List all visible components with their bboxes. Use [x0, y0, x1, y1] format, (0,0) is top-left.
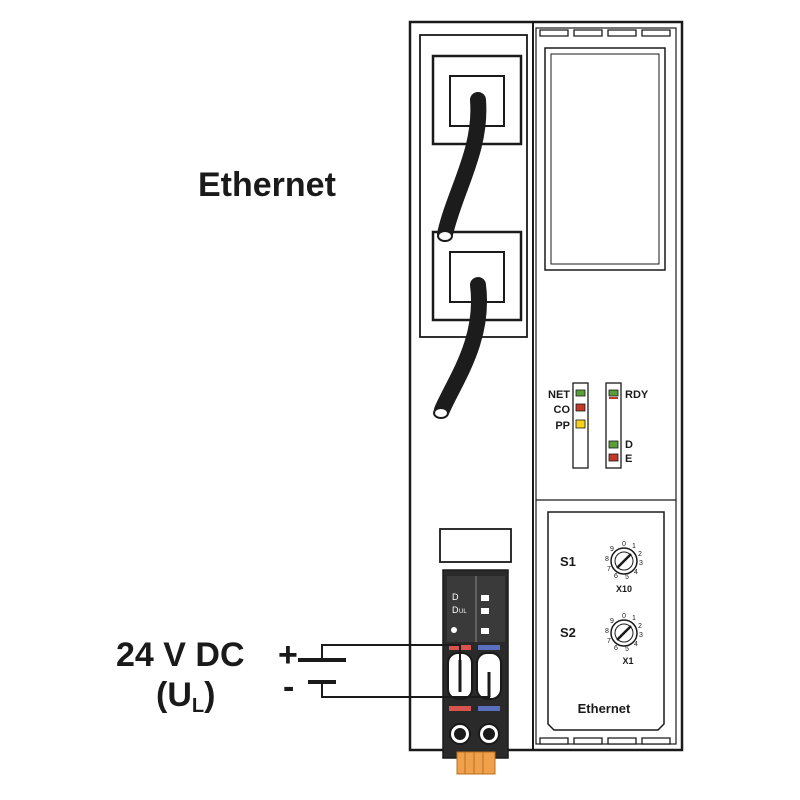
blue-terminal-marker-2	[478, 706, 500, 711]
led-co-label: CO	[554, 404, 571, 416]
svg-text:8: 8	[605, 628, 609, 635]
marker-label-slot	[439, 528, 512, 563]
led-co	[575, 403, 586, 412]
right-inner-frame	[535, 27, 677, 745]
label-window	[544, 47, 666, 271]
ethernet-cable-label: Ethernet	[198, 166, 336, 204]
blue-terminal-marker-1	[478, 645, 500, 650]
svg-text:1: 1	[632, 543, 636, 550]
switch-panel-label: Ethernet	[578, 701, 631, 716]
ethernet-cable-1	[437, 92, 487, 242]
supply-plus-sign: +	[278, 636, 298, 674]
svg-text:UL: UL	[459, 609, 467, 615]
top-tabs	[539, 29, 671, 37]
switch-s2-multiplier: X1	[622, 656, 633, 666]
svg-text:2: 2	[638, 623, 642, 630]
svg-text:5: 5	[625, 646, 629, 653]
led-e-label: E	[625, 453, 632, 465]
battery-symbol	[298, 658, 346, 684]
led-pp	[575, 419, 586, 429]
led-rdy	[608, 389, 619, 397]
svg-text:5: 5	[625, 574, 629, 581]
svg-text:9: 9	[610, 618, 614, 625]
terminal-hole-2	[483, 728, 495, 740]
switch-s2-label: S2	[560, 625, 576, 640]
svg-text:6: 6	[614, 573, 618, 580]
cable-2-end	[433, 407, 449, 419]
svg-text:9: 9	[610, 546, 614, 553]
svg-text:1: 1	[632, 615, 636, 622]
led-rdy-2	[609, 397, 618, 399]
svg-text:4: 4	[634, 569, 638, 576]
led-rdy-label: RDY	[625, 389, 649, 401]
led-pp-label: PP	[555, 420, 570, 432]
led-d	[608, 440, 619, 449]
svg-text:7: 7	[607, 566, 611, 573]
svg-text:2: 2	[638, 551, 642, 558]
switch-s1-label: S1	[560, 554, 576, 569]
red-terminal-marker-2	[449, 706, 471, 711]
svg-text:8: 8	[605, 556, 609, 563]
terminal-diagnostic-area: D D UL	[447, 576, 505, 642]
label-window-inner	[550, 53, 660, 265]
svg-text:6: 6	[614, 645, 618, 652]
supply-symbol: (UL)	[156, 676, 215, 717]
svg-text:7: 7	[607, 638, 611, 645]
supply-voltage-label: 24 V DC	[116, 636, 245, 674]
terminal-hole-1	[454, 728, 466, 740]
bottom-tabs	[539, 737, 671, 745]
led-net-label: NET	[548, 389, 570, 401]
svg-text:D: D	[452, 605, 459, 615]
cable-1-end	[437, 230, 453, 242]
led-e	[608, 453, 619, 462]
svg-text:3: 3	[639, 632, 643, 639]
ethernet-cable-2	[434, 277, 488, 418]
switch-s1-multiplier: X10	[616, 584, 632, 594]
led-net	[575, 389, 586, 397]
orange-connector-ribs	[464, 752, 484, 774]
led-d-label: D	[625, 439, 633, 451]
supply-minus-sign: -	[283, 668, 294, 706]
switch-panel	[547, 511, 665, 731]
svg-text:0: 0	[622, 541, 626, 548]
svg-text:3: 3	[639, 560, 643, 567]
svg-text:D: D	[452, 592, 459, 602]
svg-text:0: 0	[622, 613, 626, 620]
svg-text:4: 4	[634, 641, 638, 648]
orange-connector	[456, 751, 496, 775]
